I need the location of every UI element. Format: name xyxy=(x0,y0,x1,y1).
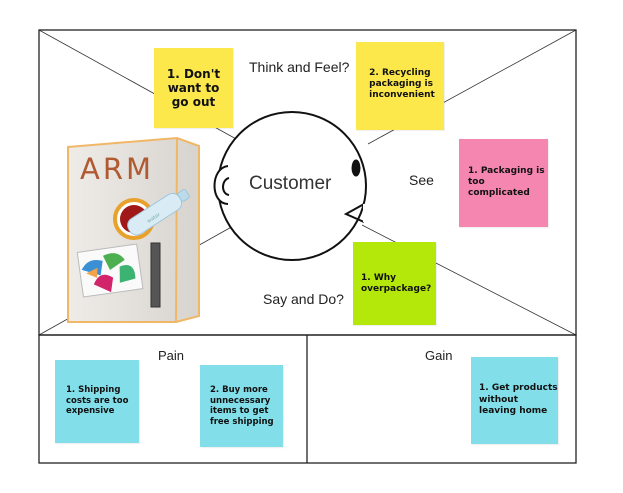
machine-brand-label: ARM xyxy=(80,152,155,186)
note-shipping-costs-text: 1. Shipping costs are too expensive xyxy=(66,385,129,416)
think-feel-label: Think and Feel? xyxy=(249,59,350,75)
note-packaging-text: 1. Packaging is too complicated xyxy=(468,166,545,198)
gain-label: Gain xyxy=(425,348,453,363)
note-dont-go-out-text: 1. Don't want to go out xyxy=(166,67,221,109)
note-get-products[interactable]: 1. Get products without leaving home xyxy=(471,357,558,444)
see-label: See xyxy=(409,172,434,188)
product-card xyxy=(76,243,144,298)
vending-machine: water xyxy=(67,136,200,323)
note-buy-more-text: 2. Buy more unnecessary items to get fre… xyxy=(210,385,274,427)
note-why-overpackage[interactable]: 1. Why overpackage? xyxy=(353,242,436,325)
note-recycling[interactable]: 2. Recycling packaging is inconvenient xyxy=(356,42,444,130)
customer-head xyxy=(213,111,369,261)
note-dont-go-out[interactable]: 1. Don't want to go out xyxy=(154,48,233,128)
note-why-overpackage-text: 1. Why overpackage? xyxy=(361,273,432,294)
customer-label: Customer xyxy=(249,173,332,194)
note-packaging[interactable]: 1. Packaging is too complicated xyxy=(459,139,548,227)
pain-label: Pain xyxy=(158,348,185,363)
note-get-products-text: 1. Get products without leaving home xyxy=(479,383,558,416)
note-shipping-costs[interactable]: 1. Shipping costs are too expensive xyxy=(55,360,139,443)
say-do-label: Say and Do? xyxy=(263,291,344,307)
note-recycling-text: 2. Recycling packaging is inconvenient xyxy=(369,68,435,100)
bottle-icon: water xyxy=(127,189,190,236)
note-buy-more[interactable]: 2. Buy more unnecessary items to get fre… xyxy=(200,365,283,447)
